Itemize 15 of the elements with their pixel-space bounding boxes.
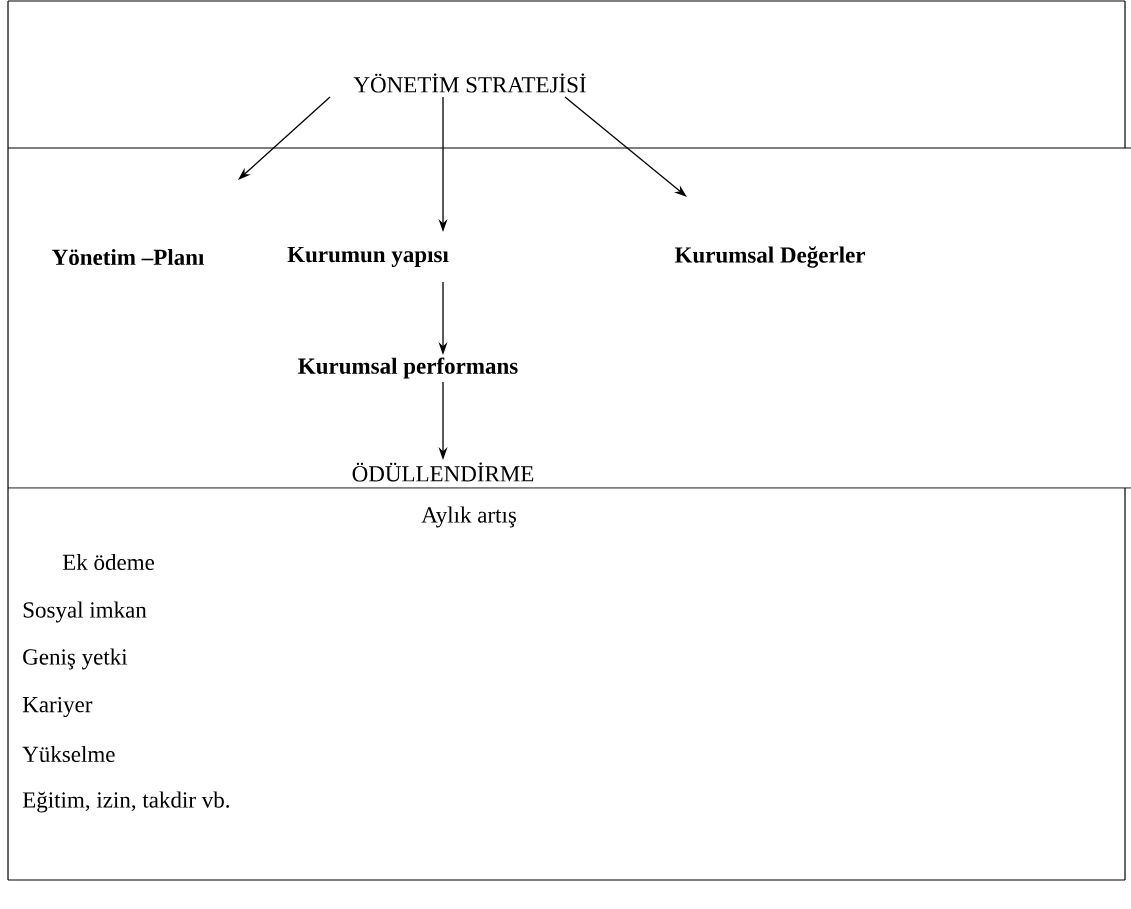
node-text: YÖNETİM STRATEJİSİ [353, 73, 586, 93]
list-item: Aylık artış [421, 506, 516, 528]
arrow [238, 96, 331, 180]
list-item: Ek ödeme [62, 553, 155, 571]
node-text: Kurumsal Değerler [674, 246, 865, 268]
list-item: Yükselme [22, 745, 115, 763]
node-text: ÖDÜLLENDİRME [352, 462, 534, 482]
node-text: Yönetim –Planı [52, 248, 204, 266]
list-item: Sosyal imkan [23, 601, 147, 623]
list-item: Kariyer [22, 696, 93, 718]
list-item: Eğitim, izin, takdir vb. [22, 791, 229, 813]
node-text: Kurumsal performans [298, 357, 518, 379]
node-text: Kurumun yapısı [287, 246, 449, 267]
arrow [564, 96, 687, 197]
list-item: Geniş yetki [23, 648, 128, 670]
